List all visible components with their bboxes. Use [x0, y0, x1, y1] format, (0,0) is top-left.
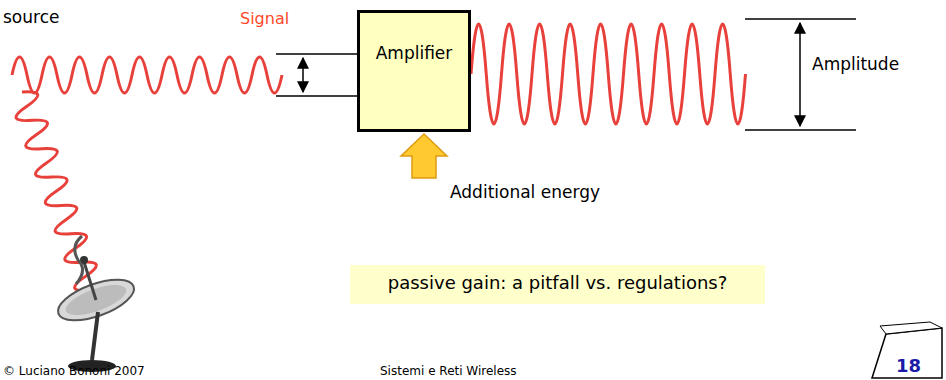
- amplitude-label: Amplitude: [812, 54, 899, 74]
- source-label: source: [3, 7, 59, 27]
- received-wave: [9, 87, 104, 295]
- amplifier-box: Amplifier: [357, 10, 471, 132]
- energy-label: Additional energy: [450, 182, 600, 202]
- input-amplitude-bracket: [276, 54, 357, 96]
- output-amplitude-bracket: [745, 19, 856, 130]
- satellite-dish: [53, 236, 139, 372]
- energy-arrow: [401, 134, 447, 178]
- output-wave: [471, 24, 746, 124]
- copyright-text: © Luciano Bononi 2007: [3, 364, 145, 378]
- node-text: Amplifier: [360, 43, 468, 63]
- page-number: 18: [896, 355, 921, 377]
- note-box: passive gain: a pitfall vs. regulations?: [350, 265, 765, 304]
- page-corner: [872, 322, 942, 378]
- signal-label: Signal: [240, 9, 289, 28]
- input-wave: [12, 57, 282, 93]
- node-text: passive gain: a pitfall vs. regulations?: [350, 272, 765, 294]
- course-title: Sistemi e Reti Wireless: [380, 364, 517, 378]
